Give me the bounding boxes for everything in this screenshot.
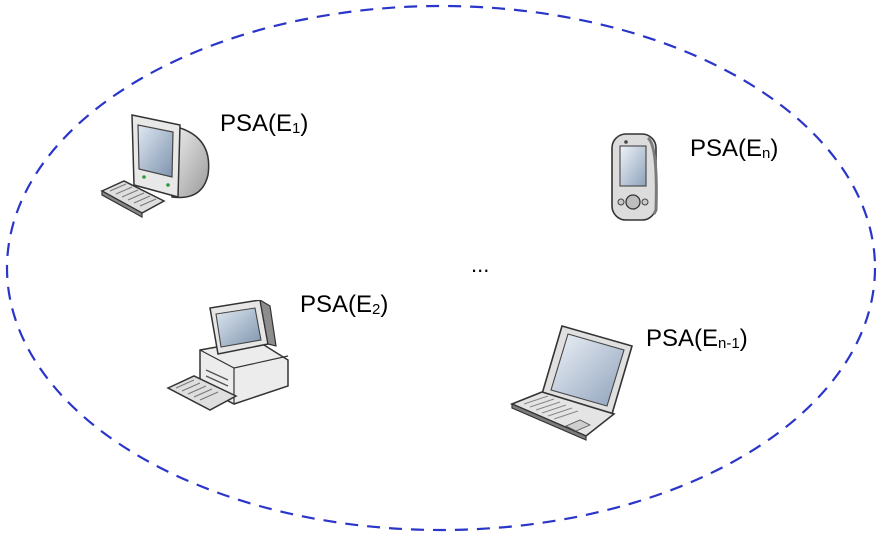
- ellipsis-more-nodes: ...: [471, 252, 490, 277]
- node-label-e2: PSA(E2): [300, 291, 389, 318]
- crt-desktop-computer-icon: [100, 114, 210, 219]
- node-label-en: PSA(En): [690, 135, 779, 162]
- node-label-en-1: PSA(En-1): [646, 325, 748, 352]
- laptop-icon: [509, 325, 633, 441]
- pda-icon: [611, 133, 658, 221]
- tower-desktop-computer-icon: [166, 300, 289, 411]
- node-label-e1: PSA(E1): [220, 110, 309, 137]
